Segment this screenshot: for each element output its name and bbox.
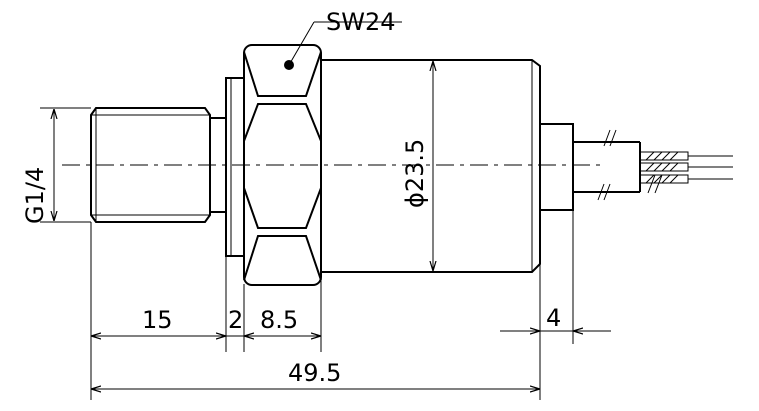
hex-nut [243,44,322,286]
threaded-fitting [90,107,227,223]
sw24-label: SW24 [326,8,396,36]
sw24-callout: SW24 [284,8,402,70]
dimension-8-5: 8.5 [245,306,320,336]
seal-flange [225,77,245,257]
diameter-dimension: ϕ23.5 [401,62,433,270]
dimension-15: 15 [92,306,225,336]
dim-2-label: 2 [228,306,243,334]
cable-gland [539,123,574,211]
cable-wires [639,151,733,184]
dimension-49-5: 49.5 [92,359,539,389]
dim-4-label: 4 [546,304,561,332]
dim-15-label: 15 [142,306,173,334]
sensor-body [321,59,541,273]
dimension-2: 2 [226,306,244,337]
cable [573,129,733,201]
diameter-label: ϕ23.5 [401,139,429,208]
dim-8-5-label: 8.5 [260,306,298,334]
dim-49-5-label: 49.5 [288,359,341,387]
thread-dimension: G1/4 [21,107,91,224]
dimension-4: 4 [500,304,611,332]
thread-label: G1/4 [21,167,49,224]
